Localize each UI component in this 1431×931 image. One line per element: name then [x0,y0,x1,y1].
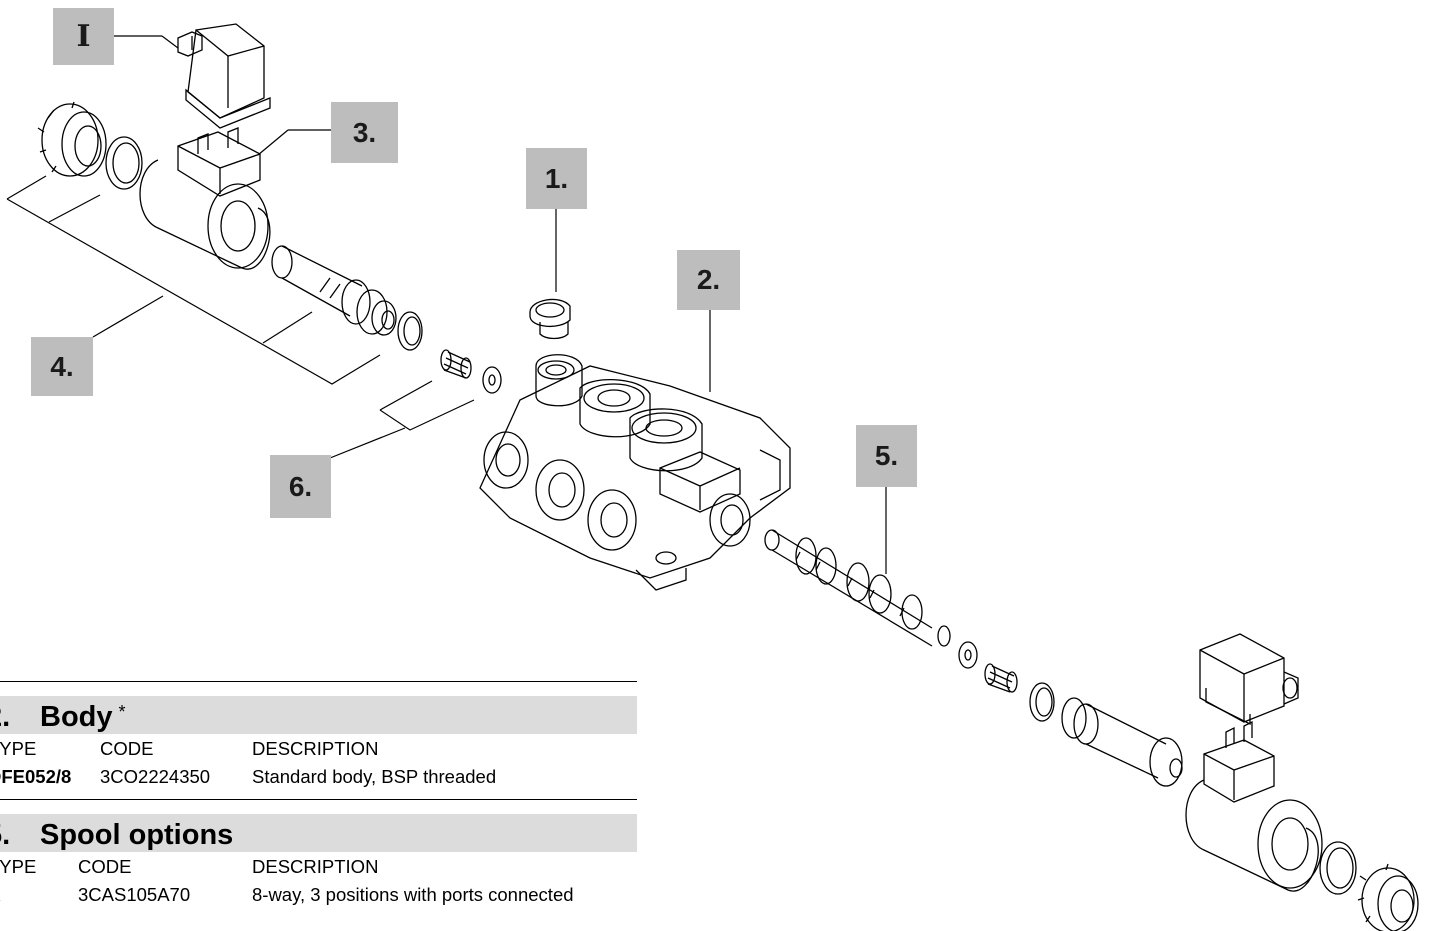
callout-4: 4. [31,337,93,396]
body-table-title: Body* [40,701,126,733]
spool-table-title: Spool options [40,819,234,851]
connector-plug-top [178,24,270,128]
valve-body [480,355,790,590]
row-description: Standard body, BSP threaded [252,766,497,787]
ring-nut-bottom [1358,864,1418,931]
divider [0,681,637,682]
col-code-header: CODE [100,738,154,759]
col-description-header: DESCRIPTION [252,856,379,877]
parts-tables: 2. Body* TYPE CODE DESCRIPTION DFE052/8 … [0,681,637,908]
callout-1: 1. [526,148,587,209]
col-description-header: DESCRIPTION [252,738,379,759]
body-table-header-row: TYPE CODE DESCRIPTION [0,734,637,762]
leader-lines [7,36,886,574]
col-type-header: TYPE [0,856,37,877]
solenoid-tube-right [1062,698,1182,786]
row-code: 3CAS105A70 [78,884,191,905]
plug-screw [530,299,570,338]
o-ring-bottom [1320,842,1356,894]
spool-table-heading: 5. Spool options [0,814,637,852]
body-table-heading: 2. Body* [0,696,637,734]
ring-nut-top [38,102,106,176]
callout-3: 3. [331,102,398,163]
o-ring-top [106,137,142,189]
solenoid-coil-top [140,128,270,269]
solenoid-tube-top [272,246,396,335]
table-row: DFE052/8 3CO2224350 Standard body, BSP t… [0,762,637,790]
row-description: 8-way, 3 positions with ports connected [252,884,574,905]
spool [765,530,950,646]
callout-i: I [53,8,114,65]
solenoid-coil-right [1186,722,1322,891]
row-type: DFE052/8 [0,766,72,787]
body-table-asterisk: * [118,702,126,722]
callout-5: 5. [856,425,917,487]
o-ring-right [1030,683,1054,721]
washer-right [959,642,977,668]
callout-6: 6. [270,455,331,518]
divider [0,799,637,800]
spool-table-number: 5. [0,819,11,851]
spring-right [985,664,1017,692]
col-code-header: CODE [78,856,132,877]
col-type-header: TYPE [0,738,37,759]
spool-table-header-row: TYPE CODE DESCRIPTION [0,852,637,880]
callout-2: 2. [677,250,740,310]
o-ring-mid [398,312,422,350]
connector-plug-right [1200,634,1298,724]
body-table-number: 2. [0,701,11,733]
row-code: 3CO2224350 [100,766,211,787]
table-row: A 3CAS105A70 8-way, 3 positions with por… [0,880,637,908]
washer-left [483,367,501,393]
spring-left [441,350,471,378]
